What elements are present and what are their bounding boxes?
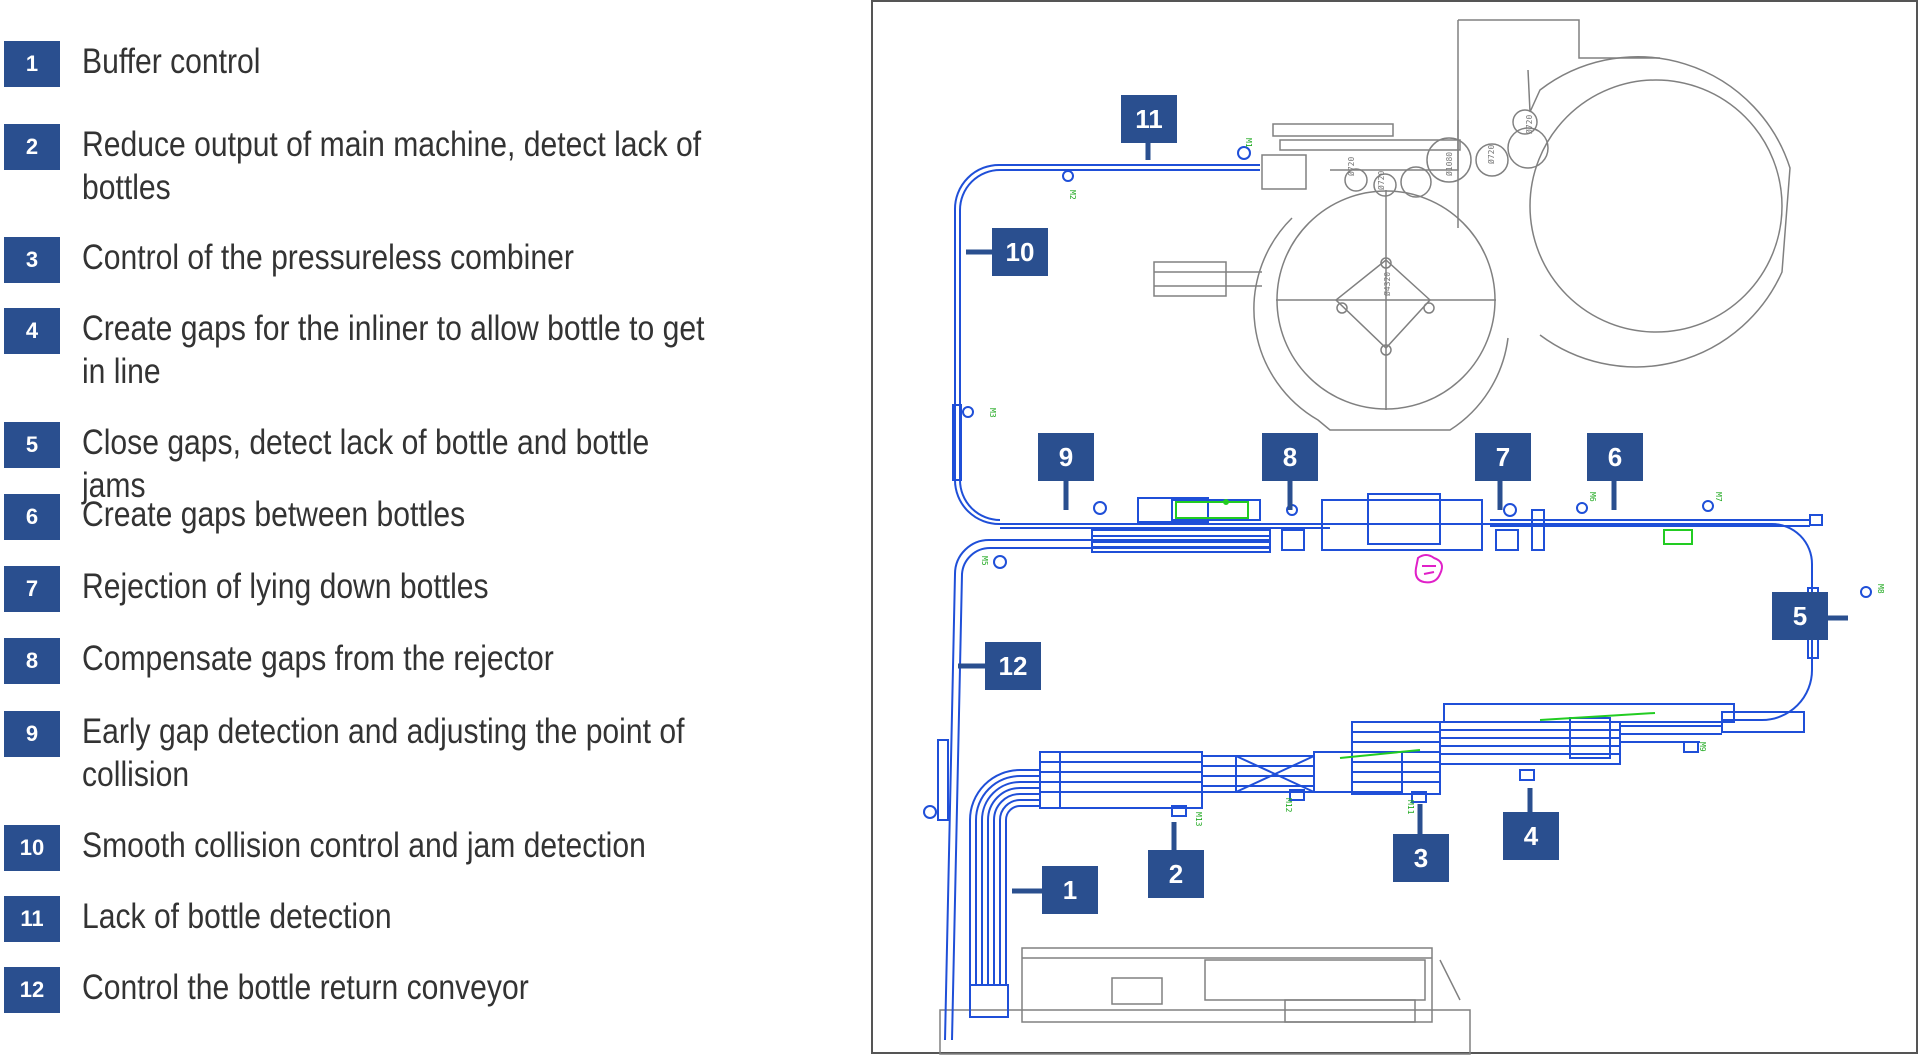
label-m7: M7 (1714, 492, 1723, 502)
legend-number-badge: 8 (4, 638, 60, 684)
label-m12: M12 (1284, 798, 1293, 813)
callout-8: 8 (1262, 433, 1318, 481)
label-diameter: Ø720 (1346, 157, 1356, 176)
legend-item-6: 6 Create gaps between bottles (4, 494, 822, 540)
legend-number-badge: 5 (4, 422, 60, 468)
callout-10: 10 (992, 228, 1048, 276)
legend-item-8: 8 Compensate gaps from the rejector (4, 638, 822, 684)
callout-9: 9 (1038, 433, 1094, 481)
label-diameter: Ø720 (1524, 115, 1534, 134)
legend-text: Compensate gaps from the rejector (82, 639, 554, 678)
legend-item-11: 11 Lack of bottle detection (4, 896, 822, 942)
label-m9: M9 (1698, 742, 1707, 752)
label-m2: M2 (1068, 190, 1077, 200)
label-diameter: Ø4320 (1382, 272, 1392, 296)
label-diameter: Ø720 (1376, 171, 1386, 190)
callout-5: 5 (1772, 592, 1828, 640)
drawing-labels: M1 M2 M3 M5 M6 M7 M8 M9 M11 M12 M13 (980, 138, 1885, 827)
legend-number-badge: 7 (4, 566, 60, 612)
layout-diagram-frame (871, 0, 1918, 1054)
legend-item-4: 4 Create gaps for the inliner to allow b… (4, 308, 822, 393)
legend-text: Close gaps, detect lack of bottle and bo… (82, 423, 650, 505)
legend-number-badge: 4 (4, 308, 60, 354)
callout-1: 1 (1042, 866, 1098, 914)
legend-panel: 1 Buffer control 2 Reduce output of main… (0, 0, 860, 1057)
legend-text: Control the bottle return conveyor (82, 968, 529, 1007)
legend-number-badge: 11 (4, 896, 60, 942)
label-m5: M5 (980, 556, 989, 566)
bottom-machine-outline (939, 947, 1471, 1055)
legend-item-2: 2 Reduce output of main machine, detect … (4, 124, 822, 209)
label-m3: M3 (988, 408, 997, 418)
conveyor-network (937, 163, 1819, 1041)
sensor-markers (923, 146, 1872, 819)
green-sensor-elements (1175, 499, 1693, 759)
legend-number-badge: 3 (4, 237, 60, 283)
legend-item-1: 1 Buffer control (4, 41, 822, 87)
legend-text: Control of the pressureless combiner (82, 238, 574, 277)
label-diameter: Ø1080 (1444, 152, 1454, 176)
legend-item-9: 9 Early gap detection and adjusting the … (4, 711, 822, 796)
operator-figure-magenta (1414, 554, 1443, 584)
callout-7: 7 (1475, 433, 1531, 481)
legend-number-badge: 12 (4, 967, 60, 1013)
main-machine-outline (1153, 19, 1791, 431)
label-m1: M1 (1244, 138, 1253, 148)
dimension-labels: Ø720 Ø720 Ø720 Ø4320 Ø1080 Ø720 (1346, 115, 1534, 296)
legend-number-badge: 6 (4, 494, 60, 540)
legend-text: Rejection of lying down bottles (82, 567, 489, 606)
legend-text: Reduce output of main machine, detect la… (82, 125, 702, 207)
legend-text: Lack of bottle detection (82, 897, 392, 936)
legend-text: Smooth collision control and jam detecti… (82, 826, 646, 865)
legend-text: Create gaps for the inliner to allow bot… (82, 309, 705, 391)
label-m6: M6 (1588, 492, 1597, 502)
legend-item-12: 12 Control the bottle return conveyor (4, 967, 822, 1013)
label-m13: M13 (1194, 812, 1203, 827)
callout-2: 2 (1148, 850, 1204, 898)
legend-item-5: 5 Close gaps, detect lack of bottle and … (4, 422, 822, 507)
legend-number-badge: 9 (4, 711, 60, 757)
legend-number-badge: 10 (4, 825, 60, 871)
legend-item-3: 3 Control of the pressureless combiner (4, 237, 822, 283)
label-diameter: Ø720 (1486, 145, 1496, 164)
legend-item-10: 10 Smooth collision control and jam dete… (4, 825, 822, 871)
legend-number-badge: 2 (4, 124, 60, 170)
callout-3: 3 (1393, 834, 1449, 882)
legend-text: Create gaps between bottles (82, 495, 466, 534)
callout-4: 4 (1503, 812, 1559, 860)
label-m11: M11 (1406, 800, 1415, 815)
label-m8: M8 (1876, 584, 1885, 594)
callout-6: 6 (1587, 433, 1643, 481)
legend-text: Early gap detection and adjusting the po… (82, 712, 685, 794)
legend-item-7: 7 Rejection of lying down bottles (4, 566, 822, 612)
legend-number-badge: 1 (4, 41, 60, 87)
callout-12: 12 (985, 642, 1041, 690)
callout-11: 11 (1121, 95, 1177, 143)
legend-text: Buffer control (82, 42, 261, 81)
